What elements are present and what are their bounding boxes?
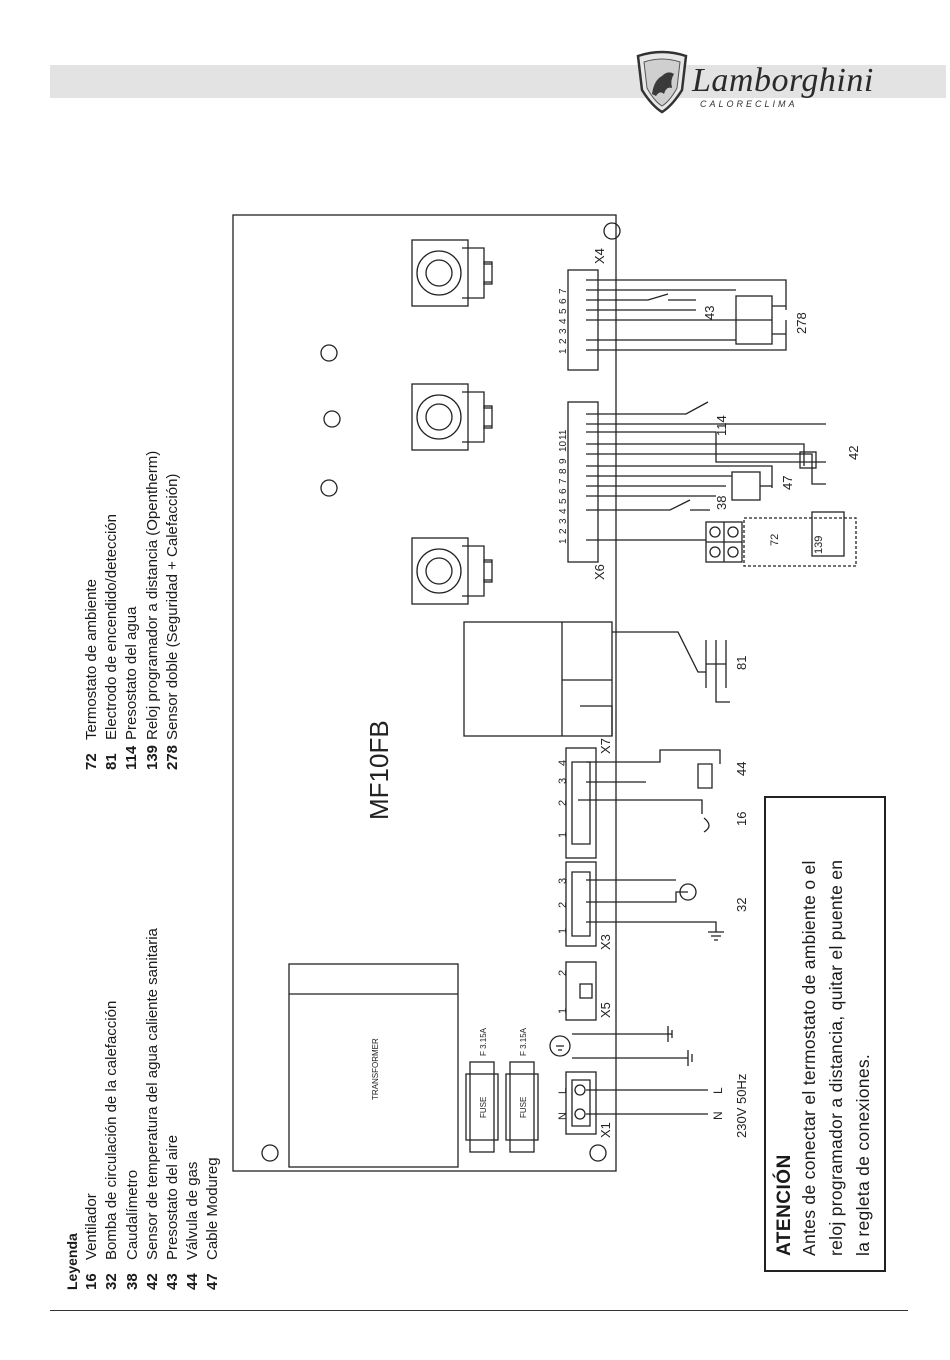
legend-item: 114Presostato del agua bbox=[123, 606, 141, 770]
footer-divider bbox=[50, 1310, 908, 1311]
x4-pin: 2 bbox=[558, 338, 569, 344]
legend-title: Leyenda bbox=[64, 1233, 80, 1290]
legend-item: 32Bomba de circulación de la calefacción bbox=[103, 1000, 121, 1290]
x7-label: X7 bbox=[598, 738, 613, 754]
attention-title: ATENCIÓN bbox=[774, 1154, 795, 1256]
x4-pins: 1 2 3 4 5 6 7 bbox=[558, 288, 569, 354]
x7-pin-4: 4 bbox=[557, 760, 569, 766]
legend-item: 42Sensor de temperatura del agua calient… bbox=[143, 928, 161, 1290]
legend-item: 47Cable Modureg bbox=[204, 1157, 222, 1290]
transformer-label: TRANSFORMER bbox=[371, 1038, 380, 1100]
x1-pin-l: L bbox=[557, 1088, 569, 1094]
fuse-label-1: FUSE bbox=[479, 1097, 488, 1118]
callout-114: 114 bbox=[714, 415, 729, 436]
x3-pin-1: 1 bbox=[557, 928, 569, 934]
callout-278: 278 bbox=[794, 312, 809, 334]
legend-item: 139Reloj programador a distancia (Openth… bbox=[143, 450, 161, 770]
connector-x7 bbox=[565, 747, 597, 859]
supply-label: 230V 50Hz bbox=[734, 1074, 749, 1138]
x7-pin-3: 3 bbox=[557, 778, 569, 784]
x6-pin: 6 bbox=[558, 488, 569, 494]
callout-42: 42 bbox=[846, 446, 861, 460]
callout-38: 38 bbox=[714, 496, 729, 510]
x4-pin: 7 bbox=[558, 288, 569, 294]
attention-box: ATENCIÓN Antes de conectar el termostato… bbox=[764, 796, 886, 1272]
x6-pin: 4 bbox=[558, 508, 569, 514]
x5-pin-1: 1 bbox=[557, 1008, 569, 1014]
legend-item: 44Válvula de gas bbox=[184, 1161, 202, 1290]
callout-72: 72 bbox=[769, 534, 781, 546]
x6-pins: 1 2 3 4 5 6 7 8 9 10 11 bbox=[558, 429, 569, 544]
potentiometer-2 bbox=[411, 383, 493, 451]
x6-pin: 10 bbox=[558, 440, 569, 452]
x4-label: X4 bbox=[592, 248, 607, 264]
callout-44: 44 bbox=[734, 762, 749, 776]
callout-32: 32 bbox=[734, 898, 749, 912]
x7-pin-1: 1 bbox=[557, 832, 569, 838]
legend-item: 81Electrodo de encendido/detección bbox=[103, 514, 121, 770]
legend-item: 72Termostato de ambiente bbox=[83, 579, 100, 770]
x6-pin: 11 bbox=[558, 429, 569, 440]
connector-x6 bbox=[567, 401, 599, 563]
x5-pin-2: 2 bbox=[557, 970, 569, 976]
x4-pin: 4 bbox=[558, 318, 569, 324]
x3-pin-2: 2 bbox=[557, 902, 569, 908]
attention-line: la regleta de conexiones. bbox=[853, 1053, 873, 1256]
legend-item: 16Ventilador bbox=[83, 1193, 101, 1290]
callout-81: 81 bbox=[734, 656, 749, 670]
attention-line: reloj programador a distancia, quitar el… bbox=[826, 859, 846, 1256]
supply-n-label: N bbox=[711, 1111, 725, 1120]
brand-shield-icon bbox=[636, 50, 688, 114]
x1-label: X1 bbox=[598, 1122, 613, 1138]
fuse-label-2: FUSE bbox=[519, 1097, 528, 1118]
ignition-module bbox=[463, 621, 613, 737]
callout-47: 47 bbox=[780, 476, 795, 490]
brand-subtitle: CALORECLIMA bbox=[700, 99, 798, 109]
board-outline bbox=[232, 214, 617, 1172]
potentiometer-3 bbox=[411, 537, 493, 605]
x4-pin: 5 bbox=[558, 308, 569, 314]
x1-pin-n: N bbox=[557, 1112, 569, 1120]
fuse-rating-2: F 3.15A bbox=[519, 1027, 528, 1056]
transformer bbox=[288, 963, 459, 1168]
x4-pin: 1 bbox=[558, 348, 569, 354]
legend-item: 43Presostato del aire bbox=[163, 1134, 181, 1290]
model-label: MF10FB bbox=[364, 720, 394, 820]
header-bar bbox=[50, 65, 946, 98]
attention-line: Antes de conectar el termostato de ambie… bbox=[799, 860, 819, 1256]
connector-x1 bbox=[565, 1071, 597, 1135]
x5-label: X5 bbox=[598, 1002, 613, 1018]
x6-label: X6 bbox=[592, 564, 607, 580]
legend-item: 38Caudalímetro bbox=[123, 1169, 141, 1290]
fuse-rating-1: F 3.15A bbox=[479, 1027, 488, 1056]
x6-pin: 1 bbox=[558, 538, 569, 544]
x6-pin: 5 bbox=[558, 498, 569, 504]
x7-pin-2: 2 bbox=[557, 800, 569, 806]
x4-pin: 6 bbox=[558, 298, 569, 304]
connector-x3 bbox=[565, 861, 597, 947]
x3-label: X3 bbox=[598, 934, 613, 950]
x6-pin: 7 bbox=[558, 478, 569, 484]
x4-pin: 3 bbox=[558, 328, 569, 334]
legend-continued: 72Termostato de ambiente 81Electrodo de … bbox=[82, 370, 183, 770]
callout-139: 139 bbox=[813, 536, 825, 554]
brand-name: Lamborghini bbox=[692, 62, 874, 99]
x6-pin: 8 bbox=[558, 468, 569, 474]
potentiometer-1 bbox=[411, 239, 493, 307]
callout-43: 43 bbox=[702, 306, 717, 320]
x6-pin: 2 bbox=[558, 528, 569, 534]
x6-pin: 3 bbox=[558, 518, 569, 524]
x6-pin: 9 bbox=[558, 458, 569, 464]
legend-item: 278Sensor doble (Seguridad + Calefacción… bbox=[163, 473, 181, 770]
connector-x5 bbox=[565, 961, 597, 1021]
legend: Leyenda 16Ventilador 32Bomba de circulac… bbox=[62, 810, 224, 1290]
x3-pin-3: 3 bbox=[557, 878, 569, 884]
supply-l-label: L bbox=[711, 1087, 725, 1094]
callout-16: 16 bbox=[734, 812, 749, 826]
